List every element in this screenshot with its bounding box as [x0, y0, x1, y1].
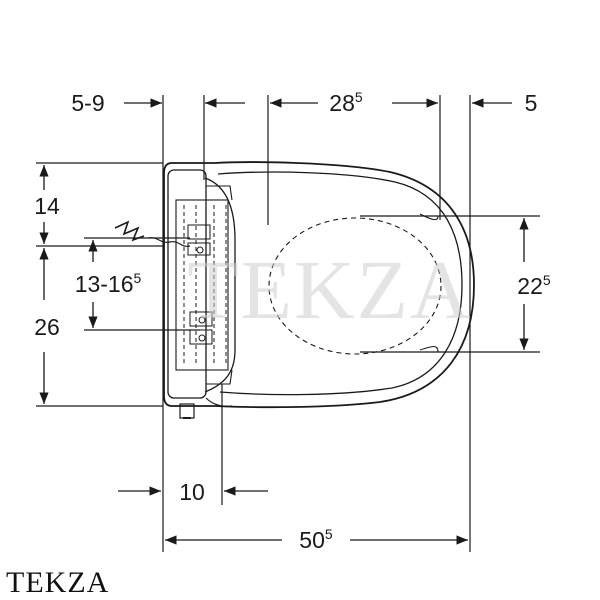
housing-outer — [167, 169, 207, 399]
dim-top-right: 5 — [525, 90, 538, 116]
connection-lower-2 — [189, 329, 213, 345]
dim-bottom-small: 10 — [179, 479, 205, 505]
connection-upper-2 — [187, 242, 211, 256]
dim-bottom-total: 505 — [299, 526, 333, 553]
seat-rim-top — [419, 213, 439, 221]
brand-logo-text: TEKZA — [6, 566, 110, 599]
seat-rim-bottom — [419, 345, 439, 353]
dim-top-left: 5-9 — [71, 90, 104, 116]
bowl-opening-dashed — [268, 217, 442, 355]
toilet-seat-outline — [163, 161, 475, 419]
watermark-text: TEKZA — [187, 244, 472, 337]
dim-right-height: 225 — [517, 272, 551, 299]
dim-left-range: 13-165 — [75, 270, 142, 297]
electric-lightning-icon — [114, 220, 145, 242]
connection-upper-1 — [187, 224, 211, 240]
dimension-arrows — [39, 98, 529, 545]
electric-cable — [147, 237, 191, 247]
seat-outer-contour — [163, 161, 475, 409]
connection-lower-1 — [189, 311, 213, 327]
housing-step — [206, 185, 233, 385]
dim-left-lower: 26 — [34, 314, 60, 340]
seat-inner-contour — [217, 171, 463, 396]
dim-top-middle: 285 — [329, 89, 363, 116]
seat-front-bulge — [204, 177, 236, 393]
housing-inner — [175, 199, 229, 371]
dim-left-upper: 14 — [34, 193, 60, 219]
